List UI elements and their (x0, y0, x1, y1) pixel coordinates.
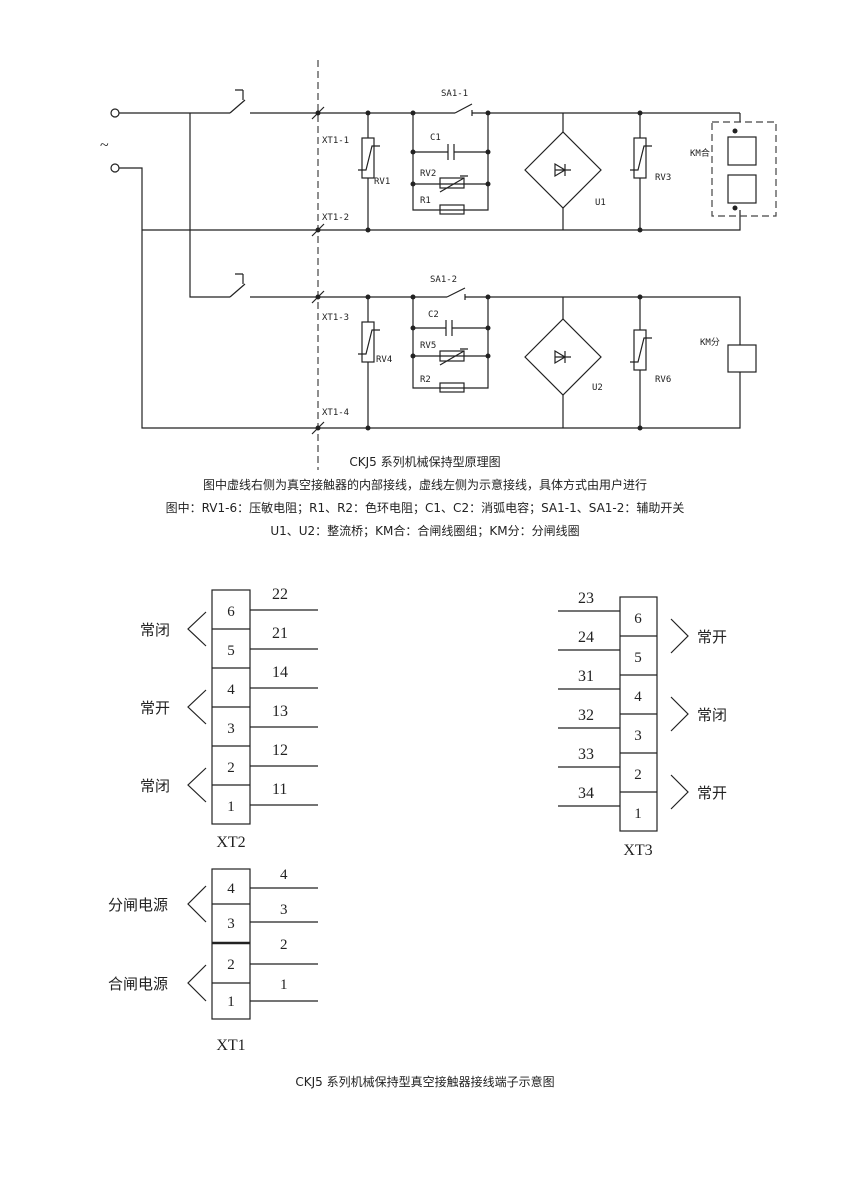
capacitor-label-c1: C1 (430, 133, 441, 143)
caption-line-1: 图中虚线右侧为真空接触器的内部接线，虚线左侧为示意接线，具体方式由用户进行 (203, 477, 647, 492)
varistor-label-rv5: RV5 (420, 341, 436, 351)
caption-line-3: U1、U2：整流桥；KM合：合闸线圈组；KM分：分闸线圈 (270, 523, 579, 538)
xt3-pin-1: 1 (634, 806, 642, 822)
xt2-wire-13: 13 (272, 703, 288, 720)
xt1-group-close-power: 合闸电源 (108, 976, 168, 993)
xt3-group-nc: 常闭 (697, 707, 727, 724)
input-terminal-bottom (110, 163, 120, 173)
terminal-label-xt1-1: XT1-1 (322, 136, 349, 146)
xt2-pin-4: 4 (227, 682, 235, 698)
xt2-wire-11: 11 (272, 781, 287, 798)
lower-circuit (318, 287, 757, 431)
xt3-pin-3: 3 (634, 728, 642, 744)
xt1-wire-2: 2 (280, 937, 288, 953)
xt2-label: XT2 (216, 834, 245, 851)
xt2-pin-1: 1 (227, 799, 235, 815)
xt2-group-nc-bottom: 常闭 (140, 778, 170, 795)
ac-symbol: ~ (100, 137, 109, 154)
xt3-pin-2: 2 (634, 767, 642, 783)
terminal-label-xt1-4: XT1-4 (322, 408, 349, 418)
xt3-label: XT3 (623, 842, 652, 859)
schematic: ~ XT1-1 XT1-2 XT1-3 XT1-4 (100, 60, 777, 470)
xt3-wire-31: 31 (578, 668, 594, 685)
coil-label-km-close: KM合 (690, 147, 710, 159)
xt1-pin-4: 4 (227, 881, 235, 897)
xt1-pin-3: 3 (227, 916, 235, 932)
upper-circuit (318, 103, 777, 233)
varistor-label-rv6: RV6 (655, 375, 671, 385)
xt2-wire-14: 14 (272, 664, 288, 681)
varistor-label-rv3: RV3 (655, 173, 671, 183)
caption-line-2: 图中：RV1-6：压敏电阻；R1、R2：色环电阻；C1、C2：消弧电容；SA1-… (166, 500, 685, 515)
user-switch-2 (229, 273, 318, 298)
resistor-label-r1: R1 (420, 196, 431, 206)
capacitor-label-c2: C2 (428, 310, 439, 320)
resistor-label-r2: R2 (420, 375, 431, 385)
xt2-pin-3: 3 (227, 721, 235, 737)
varistor-label-rv2: RV2 (420, 169, 436, 179)
coil-label-km-open: KM分 (700, 337, 720, 348)
varistor-label-rv1: RV1 (374, 177, 390, 187)
varistor-label-rv4: RV4 (376, 355, 392, 365)
xt2-group-nc-top: 常闭 (140, 622, 170, 639)
user-switch-1 (229, 89, 318, 114)
xt3-wire-23: 23 (578, 590, 594, 607)
terminal-block-xt2 (187, 589, 318, 825)
xt1-label: XT1 (216, 1037, 245, 1054)
xt3-pin-6: 6 (634, 611, 642, 627)
xt2-pin-6: 6 (227, 604, 235, 620)
xt1-pin-2: 2 (227, 957, 235, 973)
xt2-pin-2: 2 (227, 760, 235, 776)
xt1-pin-1: 1 (227, 994, 235, 1010)
xt3-wire-32: 32 (578, 707, 594, 724)
xt3-wire-24: 24 (578, 629, 594, 646)
switch-label-sa1-2: SA1-2 (430, 275, 457, 285)
xt1-group-open-power: 分闸电源 (108, 897, 168, 914)
bridge-label-u1: U1 (595, 198, 606, 208)
xt3-group-no-bottom: 常开 (697, 785, 727, 802)
xt2-pin-5: 5 (227, 643, 235, 659)
xt2-wire-21: 21 (272, 625, 288, 642)
bridge-label-u2: U2 (592, 383, 603, 393)
xt3-pin-4: 4 (634, 689, 642, 705)
schematic-title: CKJ5 系列机械保持型原理图 (349, 454, 500, 469)
xt2-wire-22: 22 (272, 586, 288, 603)
xt3-group-no-top: 常开 (697, 629, 727, 646)
terminal-block-xt3 (558, 596, 689, 832)
xt2-wire-12: 12 (272, 742, 288, 759)
xt3-wire-34: 34 (578, 785, 594, 802)
xt2-group-no: 常开 (140, 700, 170, 717)
switch-label-sa1-1: SA1-1 (441, 89, 468, 99)
xt1-wire-3: 3 (280, 902, 288, 918)
xt3-wire-33: 33 (578, 746, 594, 763)
terminal-block-xt1 (187, 868, 318, 1020)
input-wire-top (119, 112, 230, 298)
terminal-label-xt1-2: XT1-2 (322, 213, 349, 223)
terminal-diagram-caption: CKJ5 系列机械保持型真空接触器接线端子示意图 (295, 1074, 554, 1089)
xt1-wire-4: 4 (280, 867, 288, 883)
input-wire-bottom (119, 167, 318, 429)
xt3-pin-5: 5 (634, 650, 642, 666)
input-terminal-top (110, 108, 120, 118)
terminal-label-xt1-3: XT1-3 (322, 313, 349, 323)
xt1-wire-1: 1 (280, 977, 288, 993)
